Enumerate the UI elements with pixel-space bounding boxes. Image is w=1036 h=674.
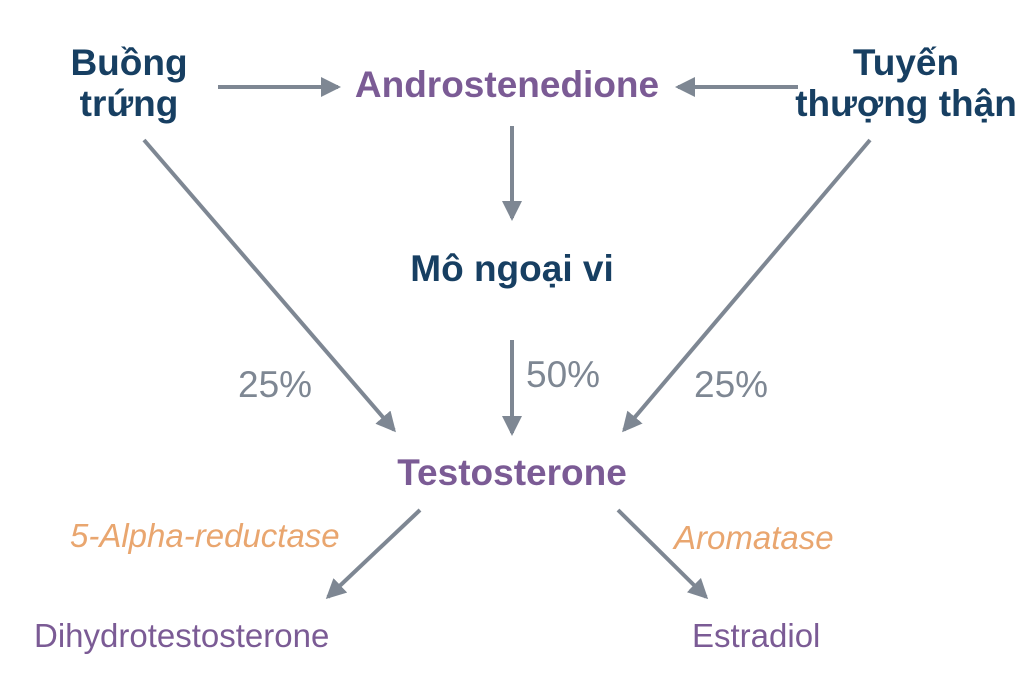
percent-ovary: 25% [238, 364, 313, 405]
arrow-testosterone-to-dht [325, 508, 422, 600]
enzyme-aromatase: Aromatase [674, 519, 834, 556]
node-testosterone: Testosterone [397, 452, 627, 493]
percent-adrenal: 25% [694, 364, 769, 405]
node-estradiol: Estradiol [692, 617, 821, 654]
enzyme-5-alpha-reductase: 5-Alpha-reductase [70, 517, 340, 554]
percent-peripheral: 50% [526, 354, 601, 395]
node-androstenedione: Androstenedione [354, 64, 660, 105]
node-ovary-line1: Buồng [70, 42, 188, 83]
node-dihydrotestosterone: Dihydrotestosterone [34, 617, 330, 654]
node-adrenal-line2: thượng thận [795, 83, 1017, 125]
node-ovary: Buồng trứng [54, 42, 204, 125]
node-ovary-line2: trứng [79, 83, 179, 125]
arrow-ovary-to-testosterone [142, 138, 396, 433]
arrow-adrenal-to-testosterone [622, 138, 872, 433]
node-adrenal-line1: Tuyến [852, 42, 960, 83]
node-adrenal: Tuyến thượng thận [790, 42, 1022, 125]
node-peripheral-tissue: Mô ngoại vi [410, 248, 614, 289]
arrow-testosterone-to-estradiol [616, 508, 709, 600]
